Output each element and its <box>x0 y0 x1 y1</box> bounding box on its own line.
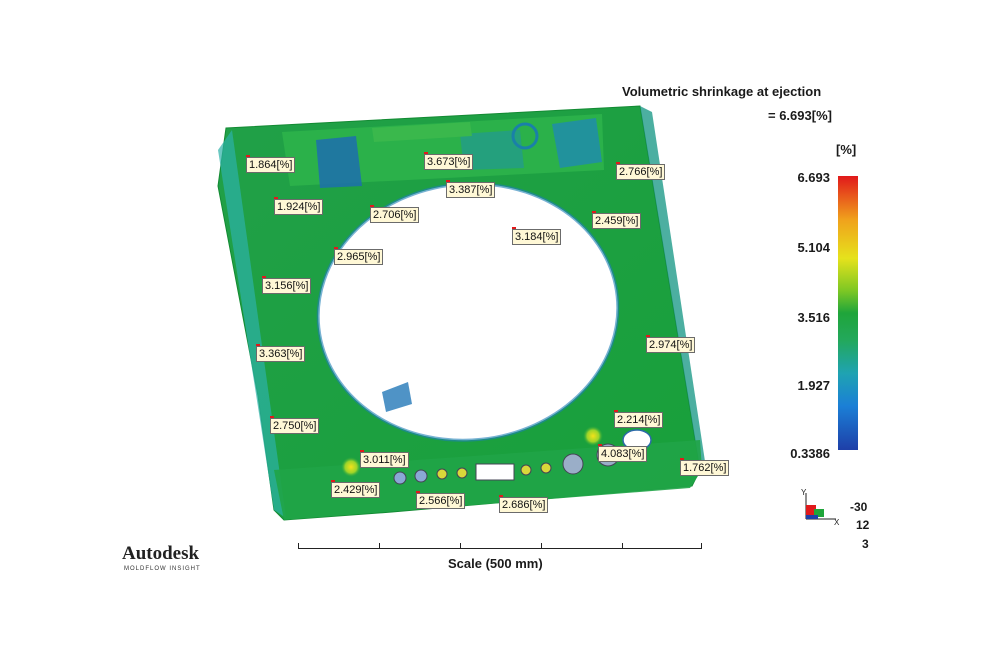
probe-label[interactable]: 2.686[%] <box>499 497 549 513</box>
circular-opening <box>318 183 618 441</box>
result-title: Volumetric shrinkage at ejection <box>622 84 822 99</box>
probe-label[interactable]: 2.706[%] <box>370 207 420 223</box>
legend-color-bar <box>838 176 858 450</box>
scale-label: Scale (500 mm) <box>448 556 543 571</box>
scale-line <box>298 548 702 549</box>
legend-tick-max: 6.693 <box>797 170 830 185</box>
probe-label[interactable]: 2.766[%] <box>616 164 666 180</box>
view-angle: 12 <box>856 518 870 532</box>
probe-label[interactable]: 2.750[%] <box>270 418 320 434</box>
probe-label[interactable]: 1.762[%] <box>680 460 730 476</box>
scale-tick <box>541 543 542 549</box>
probe-label[interactable]: 3.156[%] <box>262 278 312 294</box>
probe-label[interactable]: 3.011[%] <box>360 452 409 468</box>
probe-label[interactable]: 2.214[%] <box>614 412 664 428</box>
probe-label[interactable]: 3.363[%] <box>256 346 306 362</box>
product-subtitle: MOLDFLOW INSIGHT <box>124 566 201 572</box>
probe-label[interactable]: 3.184[%] <box>512 229 562 245</box>
view-angle: -30 <box>850 500 868 514</box>
scale-tick <box>622 543 623 549</box>
legend-tick: 1.927 <box>797 378 830 393</box>
legend-tick-min: 0.3386 <box>790 446 830 461</box>
view-angle: 3 <box>862 537 869 551</box>
probe-label[interactable]: 2.459[%] <box>592 213 642 229</box>
probe-label[interactable]: 2.429[%] <box>331 482 381 498</box>
scale-tick <box>460 543 461 549</box>
probe-label[interactable]: 3.673[%] <box>424 154 474 170</box>
scale-tick <box>701 543 702 549</box>
legend-tick: 3.516 <box>797 310 830 325</box>
autodesk-logo: Autodesk <box>122 543 200 564</box>
probe-label[interactable]: 4.083[%] <box>598 446 648 462</box>
result-value: = 6.693[%] <box>768 108 832 123</box>
axis-y-label: Y <box>801 488 807 497</box>
probe-label[interactable]: 1.924[%] <box>274 199 324 215</box>
legend-unit: [%] <box>836 142 857 157</box>
probe-label[interactable]: 3.387[%] <box>446 182 496 198</box>
scale-tick <box>379 543 380 549</box>
probe-label[interactable]: 2.965[%] <box>334 249 384 265</box>
legend-tick: 5.104 <box>797 240 830 255</box>
probe-label[interactable]: 2.566[%] <box>416 493 466 509</box>
axis-x-label: X <box>834 518 840 527</box>
probe-label[interactable]: 1.864[%] <box>246 157 296 173</box>
axis-triad-icon[interactable]: Y X <box>800 487 840 527</box>
probe-label[interactable]: 2.974[%] <box>646 337 696 353</box>
scale-tick <box>298 543 299 549</box>
